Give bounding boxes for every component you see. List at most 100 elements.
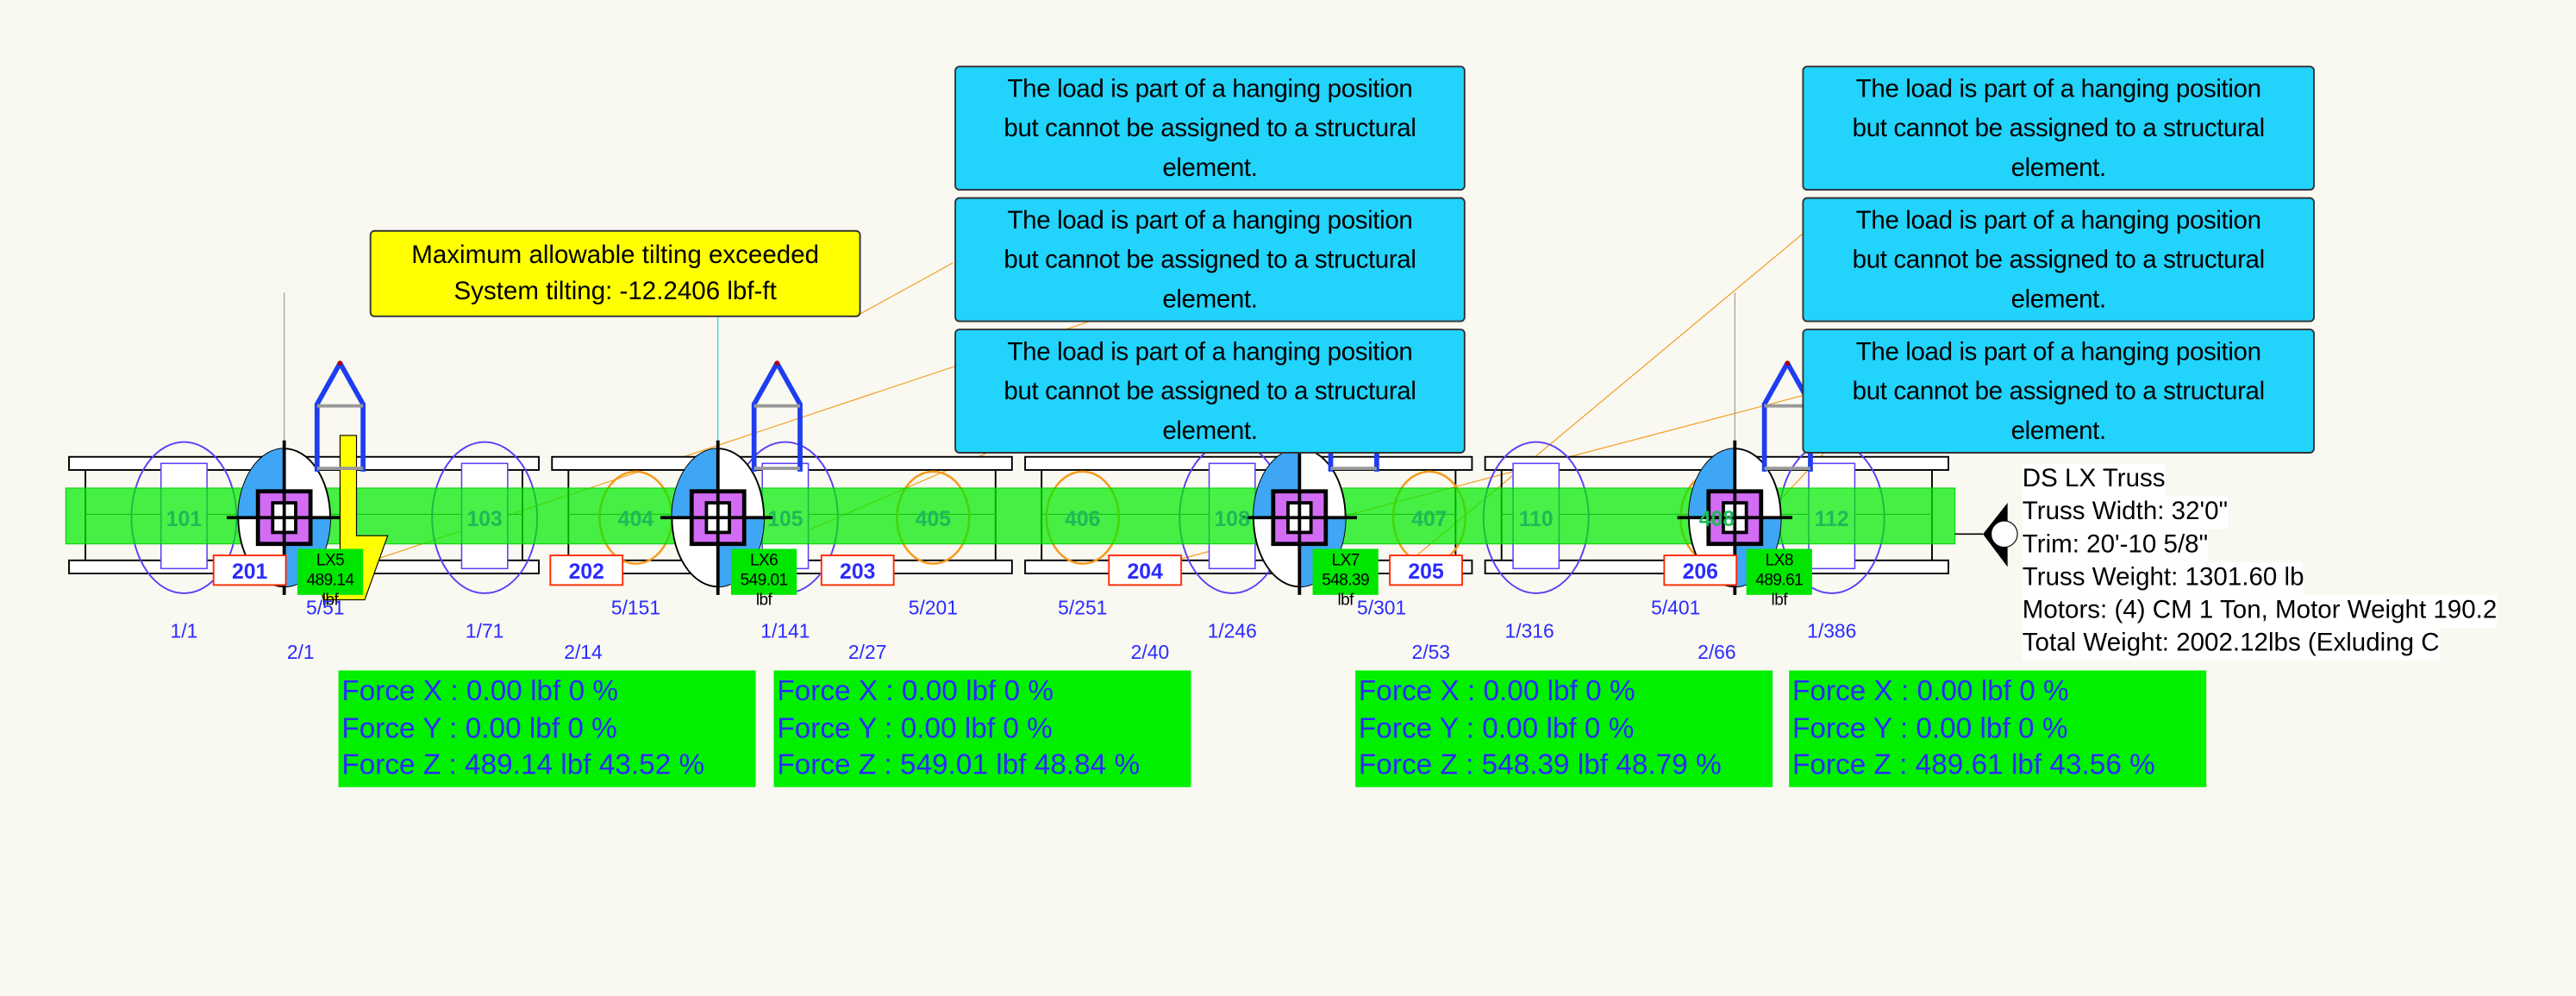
truss-width: Truss Width: 32'0" — [2022, 496, 2229, 529]
cable-label: 202 — [569, 561, 604, 584]
fixture-label: 112 — [1815, 508, 1849, 531]
cable-box — [212, 554, 287, 586]
channel-address-label: 2/14 — [564, 641, 603, 664]
callout-line-1: The load is part of a hanging position — [1007, 75, 1413, 104]
cable-box — [1663, 554, 1738, 586]
channel-address-label: 1/246 — [1207, 619, 1257, 643]
callout-line-1: The load is part of a hanging position — [1855, 75, 2261, 104]
callout-line-1: The load is part of a hanging position — [1855, 207, 2261, 235]
channel-address-label: 2/1 — [286, 641, 315, 664]
channel-address-label: 1/316 — [1504, 619, 1554, 643]
callout-line-2: but cannot be assigned to a structural — [1004, 246, 1416, 275]
channel-address-label: 5/301 — [1356, 596, 1407, 620]
channel-address-label: 5/401 — [1651, 596, 1701, 620]
callout-line-2: but cannot be assigned to a structural — [1852, 115, 2266, 143]
force-readout-box: Force X : 0.00 lbf 0 % Force Y : 0.00 lbf… — [1789, 670, 2207, 787]
fixture-label: 101 — [166, 508, 203, 531]
pickup-point — [337, 360, 343, 366]
callout-line-1: The load is part of a hanging position — [1007, 207, 1413, 235]
callout-line-3: element. — [2010, 285, 2107, 314]
truss-trim: Trim: 20'-10 5/8" — [2022, 529, 2209, 562]
fixture-label: 404 — [618, 508, 654, 531]
motor-name: LX7 — [1331, 552, 1360, 571]
force-x: Force X : 0.00 lbf 0 % — [341, 673, 619, 707]
channel-address-label: 2/66 — [1698, 641, 1736, 664]
callout-line-1: The load is part of a hanging position — [1007, 338, 1413, 366]
fixture-label: 110 — [1519, 508, 1554, 531]
warning-line-2: System tilting: -12.2406 lbf-ft — [453, 278, 777, 306]
pickup-point — [774, 360, 780, 366]
truss-weight: Truss Weight: 1301.60 lb — [2022, 561, 2304, 595]
fixture-label: 105 — [767, 508, 803, 531]
callout-line-2: but cannot be assigned to a structural — [1004, 115, 1416, 143]
fixture-label: 103 — [466, 508, 502, 531]
truss-pointer-circle — [1991, 520, 2018, 548]
force-y: Force Y : 0.00 lbf 0 % — [1358, 711, 1635, 744]
hanging-position-warning-callout[interactable]: The load is part of a hanging position bu… — [1802, 66, 2315, 191]
cable-label: 204 — [1128, 561, 1164, 584]
force-readout-box: Force X : 0.00 lbf 0 % Force Y : 0.00 lbf… — [1355, 670, 1773, 787]
channel-address-label: 5/201 — [908, 596, 958, 620]
channel-address-label: 2/53 — [1411, 641, 1451, 664]
cable-box — [820, 554, 895, 586]
cable-label: 206 — [1683, 561, 1718, 584]
force-x: Force X : 0.00 lbf 0 % — [1358, 673, 1635, 707]
force-y: Force Y : 0.00 lbf 0 % — [1792, 711, 2068, 744]
fixture-label: 108 — [1215, 508, 1251, 531]
hanging-point-icon — [314, 360, 366, 472]
fixture-label: 406 — [1065, 508, 1100, 531]
cable-label: 205 — [1408, 561, 1444, 584]
channel-address-label: 1/141 — [760, 619, 810, 643]
pickup-point — [1785, 360, 1791, 366]
warning-line-1: Maximum allowable tilting exceeded — [411, 241, 820, 270]
force-readout-box: Force X : 0.00 lbf 0 % Force Y : 0.00 lbf… — [773, 670, 1191, 787]
channel-address-label: 2/40 — [1130, 641, 1170, 664]
fixture-label: 405 — [916, 508, 952, 531]
channel-address-label: 1/71 — [465, 619, 504, 643]
truss-motors: Motors: (4) CM 1 Ton, Motor Weight 190.2 — [2022, 594, 2498, 628]
force-z: Force Z : 549.01 lbf 48.84 % — [777, 748, 1141, 781]
force-z: Force Z : 489.61 lbf 43.56 % — [1792, 748, 2155, 781]
cable-box — [549, 554, 624, 586]
load-zone-band — [65, 487, 1956, 545]
channel-address-label: 5/251 — [1058, 596, 1108, 620]
fixture-label: 407 — [1411, 508, 1447, 531]
force-x: Force X : 0.00 lbf 0 % — [1792, 673, 2069, 707]
motor-load: 548.39 lbf — [1322, 572, 1370, 610]
leader-line — [853, 262, 953, 318]
force-z: Force Z : 489.14 lbf 43.52 % — [341, 748, 705, 781]
motor-load: 489.61 lbf — [1755, 572, 1804, 610]
truss-info-label[interactable]: DS LX Truss Truss Width: 32'0" Trim: 20'… — [2022, 463, 2498, 661]
callout-line-3: element. — [1162, 285, 1258, 314]
force-y: Force Y : 0.00 lbf 0 % — [777, 711, 1053, 744]
channel-address-label: 5/51 — [306, 596, 345, 620]
motor-name: LX6 — [749, 552, 778, 571]
hanging-position-warning-callout[interactable]: The load is part of a hanging position bu… — [954, 197, 1466, 323]
hanging-position-warning-callout[interactable]: The load is part of a hanging position bu… — [954, 66, 1466, 191]
channel-address-label: 5/151 — [610, 596, 661, 620]
callout-line-3: element. — [1162, 417, 1258, 446]
tilting-warning-callout[interactable]: Maximum allowable tilting exceeded Syste… — [369, 229, 861, 317]
motor-name: LX5 — [316, 552, 345, 571]
force-z: Force Z : 548.39 lbf 48.79 % — [1358, 748, 1722, 781]
callout-line-3: element. — [2010, 154, 2107, 183]
force-x: Force X : 0.00 lbf 0 % — [777, 673, 1054, 707]
cable-label: 203 — [840, 561, 875, 584]
cable-box — [1389, 554, 1463, 586]
force-readout-box: Force X : 0.00 lbf 0 %Force Y : 0.00 lbf… — [338, 670, 756, 787]
callout-line-3: element. — [1162, 154, 1258, 183]
fixture-label: 408 — [1699, 508, 1735, 531]
channel-address-label: 2/27 — [847, 641, 887, 664]
channel-address-label: 1/386 — [1807, 619, 1857, 643]
motor-load: 489.14 lbf — [306, 572, 354, 610]
cable-label: 201 — [232, 561, 268, 584]
